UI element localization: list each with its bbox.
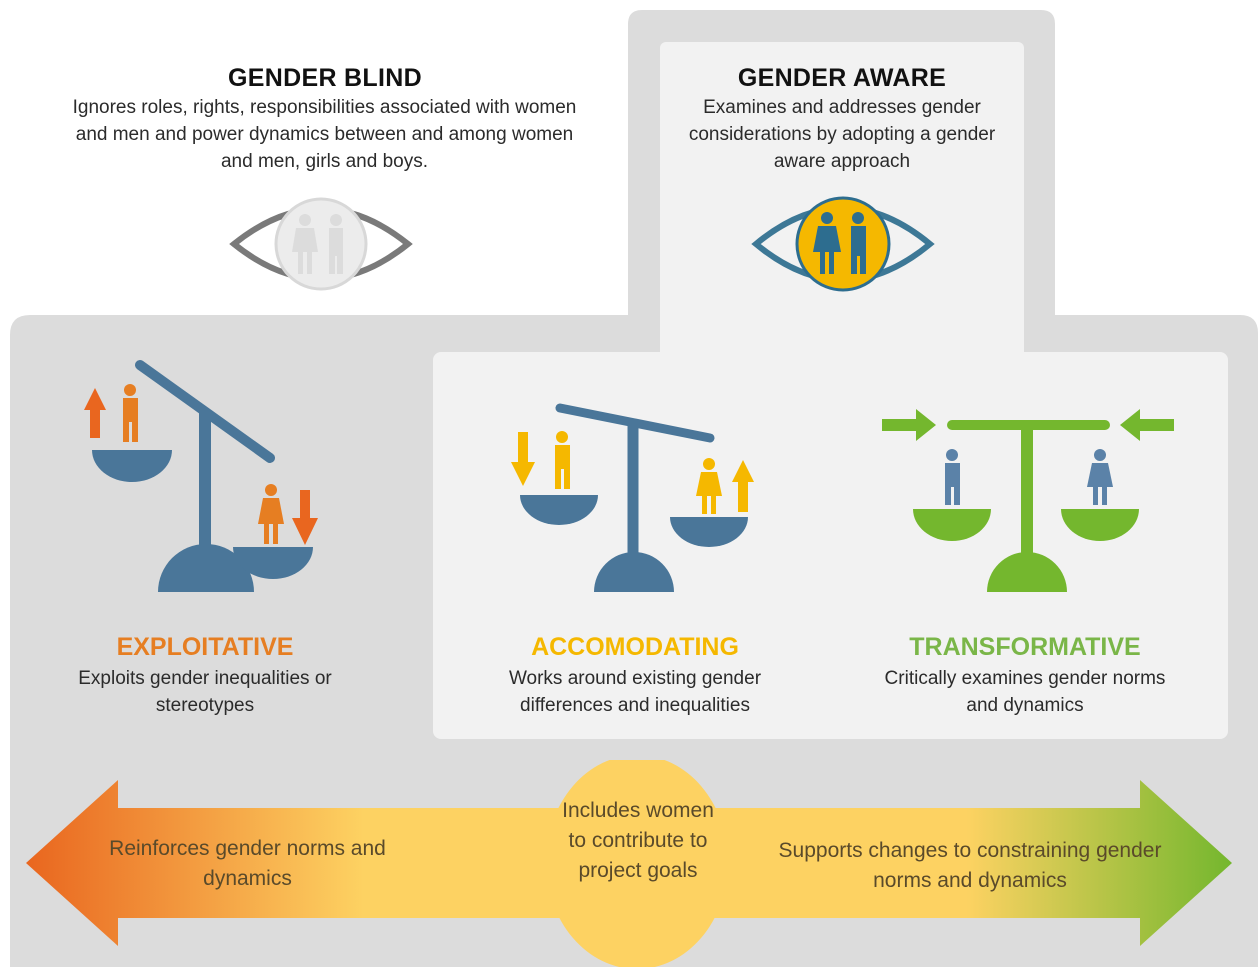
balanced-scale-icon [882, 409, 1174, 592]
eye-people-icon [751, 196, 935, 292]
eye-faded-people-icon [229, 197, 413, 291]
spectrum-double-arrow [26, 760, 1232, 967]
accommodating-description: Works around existing gender differences… [508, 668, 762, 716]
exploitative-description: Exploits gender inequalities or stereoty… [78, 668, 332, 716]
tilted-scale-icon [84, 360, 318, 592]
exploitative-title: EXPLOITATIVE [116, 633, 294, 661]
transformative-description: Critically examines gender norms and dyn… [884, 668, 1166, 716]
arrow-left-text: Reinforces gender norms and dynamics [109, 837, 386, 890]
gender-blind-description: Ignores roles, rights, responsibilities … [72, 97, 577, 172]
gender-blind-title: GENDER BLIND [228, 64, 422, 92]
gender-aware-title: GENDER AWARE [737, 64, 947, 92]
slightly-tilted-scale-icon [511, 403, 754, 592]
arrow-right-text: Supports changes to constraining gender … [778, 839, 1162, 892]
transformative-title: TRANSFORMATIVE [909, 633, 1141, 661]
gender-aware-description: Examines and addresses gender considerat… [688, 97, 996, 172]
accommodating-title: ACCOMODATING [531, 633, 739, 661]
arrow-center-text: Includes women to contribute to project … [562, 799, 714, 882]
